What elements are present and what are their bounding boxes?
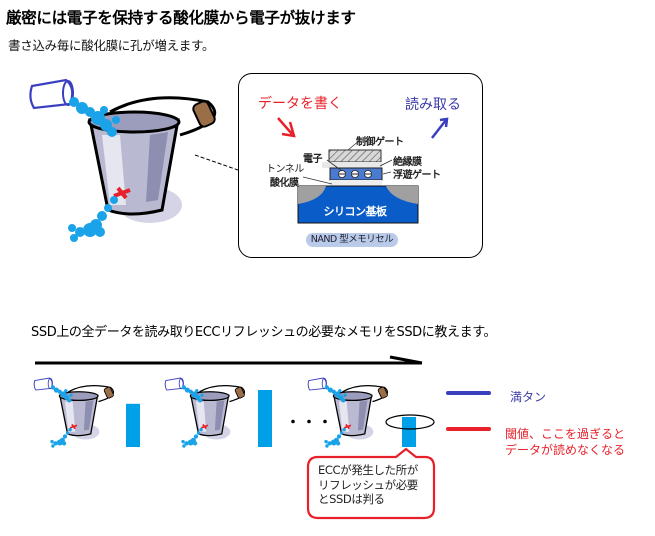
write-data-label: データを書く (258, 96, 342, 112)
legend-threshold-line1: 閾値、ここを過ぎると (505, 427, 626, 441)
write-arrow-icon (277, 117, 296, 138)
level-bar-3 (402, 417, 416, 447)
bucket-small-1 (33, 377, 115, 449)
insulator-shape (322, 162, 382, 168)
insulating-film-label: 絶縁膜 (393, 157, 422, 168)
progress-arrow (35, 355, 423, 365)
callout-text: ECCが発生した所が リフレッシュが必要 とSSDは判る (318, 463, 418, 507)
callout-bubble (306, 447, 436, 520)
page-title: 厳密には電子を保持する酸化膜から電子が抜けます (6, 9, 356, 27)
electron-label: 電子 (303, 154, 323, 165)
read-data-label: 読み取る (405, 97, 461, 113)
ellipsis-dots: ・・・ (286, 415, 334, 431)
tunnel-oxide-shape (330, 180, 382, 186)
control-gate-label: 制御ゲート (356, 137, 404, 148)
legend-full-label: 満タン (510, 390, 547, 404)
refresh-description: SSD上の全データを読み取りECCリフレッシュの必要なメモリをSSDに教えます。 (31, 325, 497, 340)
zoom-pointer-line (194, 154, 239, 171)
floating-gate-label: 浮遊ゲート (393, 170, 441, 181)
leaking-bucket-illustration (28, 78, 219, 244)
read-arrow-icon (431, 117, 449, 139)
silicon-substrate-label: シリコン基板 (323, 205, 388, 218)
callout-line-3: とSSDは判る (318, 492, 385, 506)
legend-threshold-line2: データが読めなくなる (505, 443, 626, 457)
threshold-highlight-ellipse (385, 414, 435, 430)
bucket-small-2 (164, 377, 246, 449)
level-bar-1 (126, 403, 140, 447)
callout-line-1: ECCが発生した所が (318, 463, 418, 477)
callout-line-2: リフレッシュが必要 (318, 477, 418, 492)
tunnel-oxide-label-line1: トンネル (266, 164, 304, 175)
tunnel-oxide-label-line2: 酸化膜 (270, 178, 299, 189)
legend-threshold-label: 閾値、ここを過ぎると データが読めなくなる (505, 426, 625, 458)
page-subtitle: 書さ込み毎に酸化膜に孔が増えます。 (8, 38, 215, 53)
level-bar-2 (258, 390, 272, 447)
nand-cell-caption: NAND 型メモリセル (306, 233, 398, 247)
nand-cell-panel (238, 73, 483, 258)
nand-cell-diagram (297, 139, 419, 224)
